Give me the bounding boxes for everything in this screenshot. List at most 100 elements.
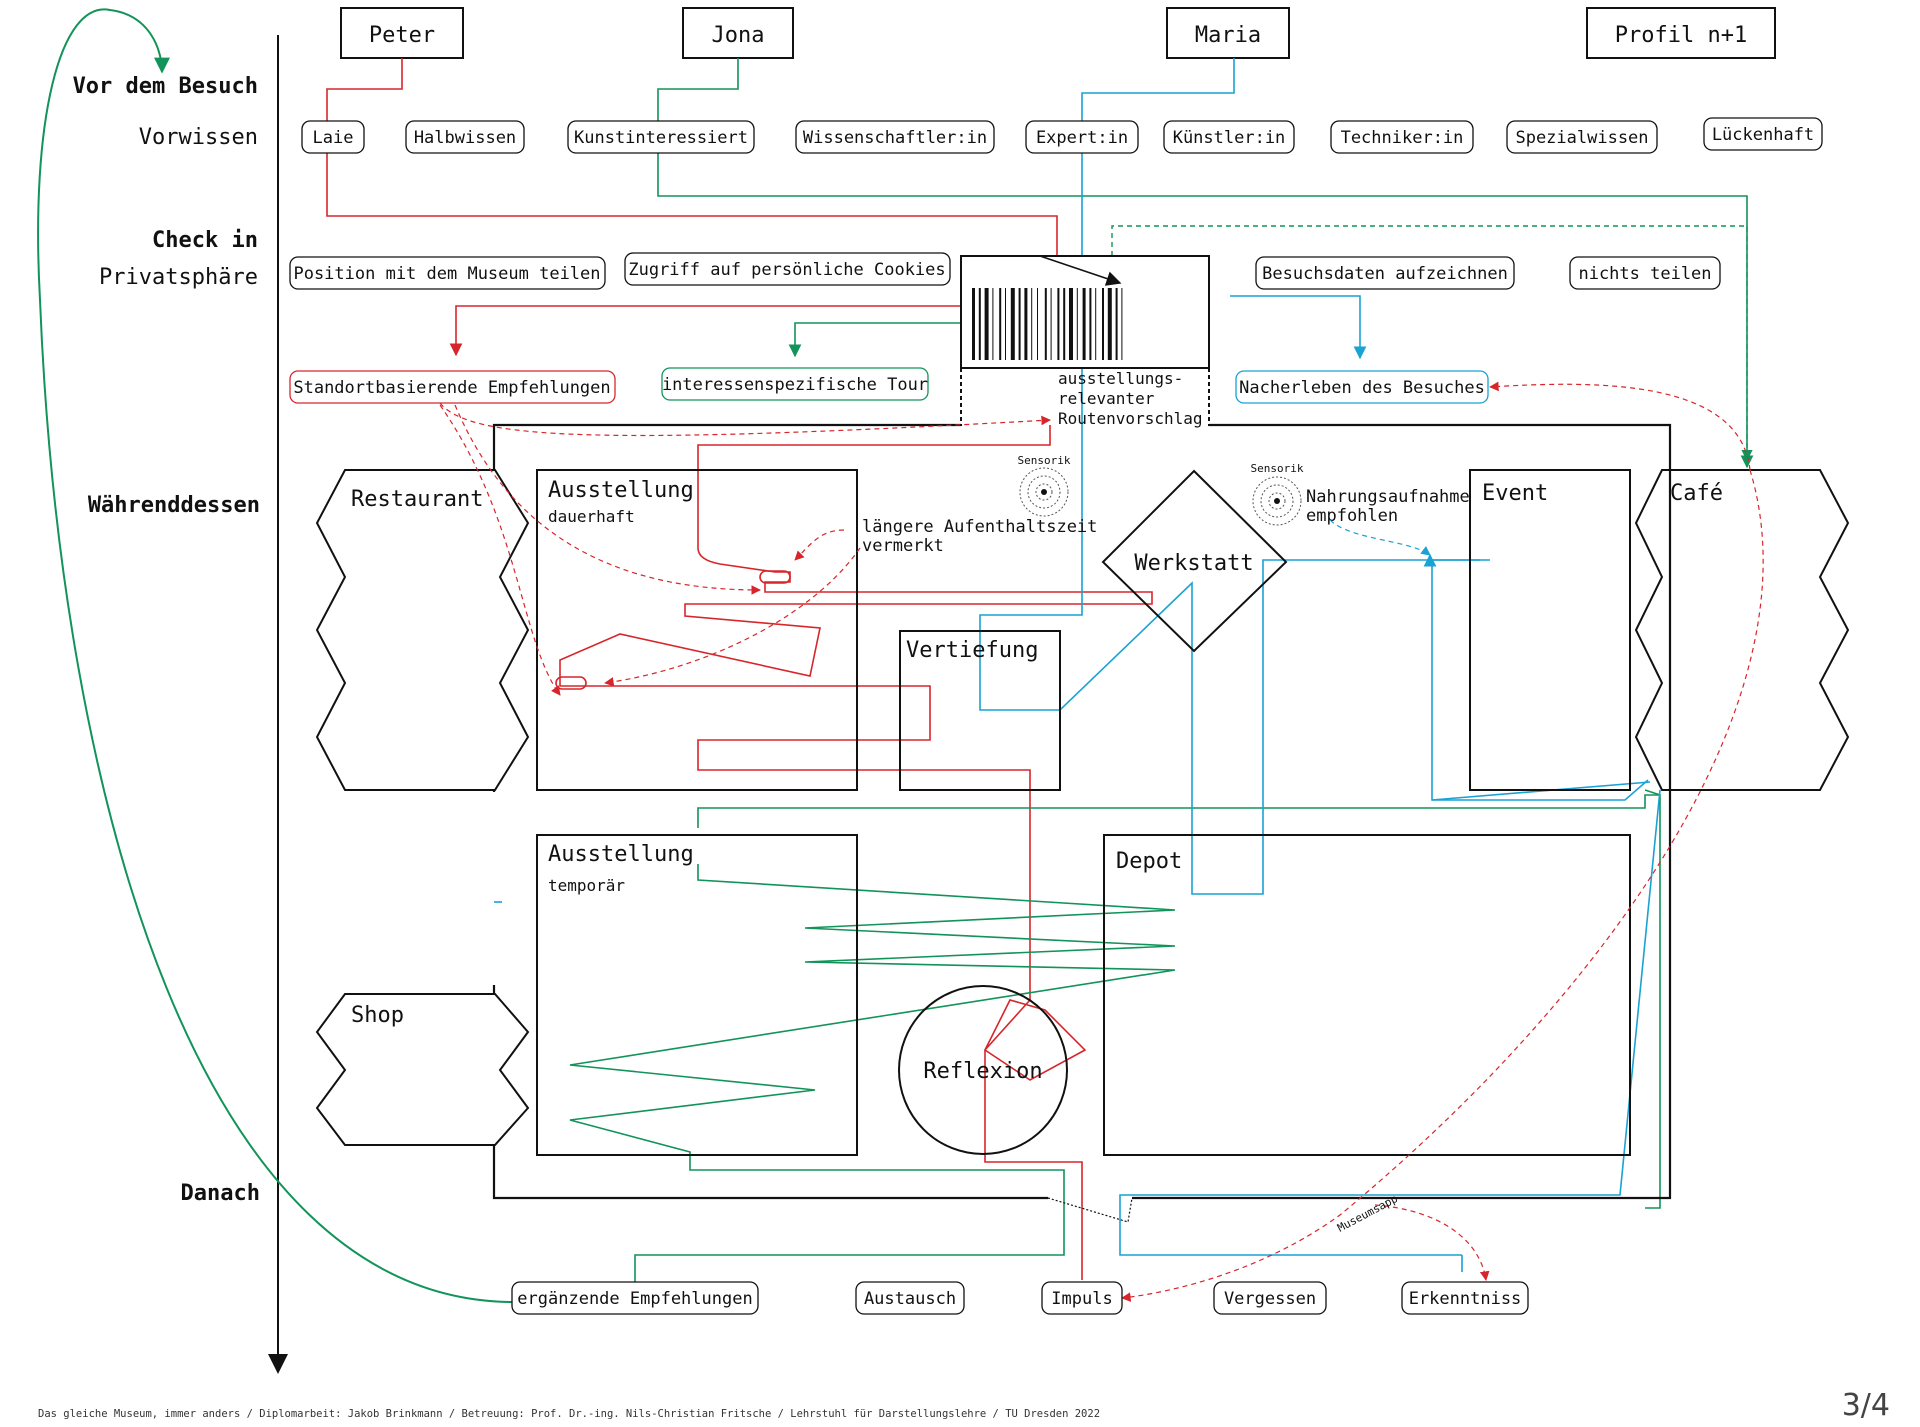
knowledge-pill-laie[interactable] [301, 120, 365, 154]
privacy-label-cookies: Zugriff auf persönliche Cookies [628, 260, 945, 280]
knowledge-pill-kunstinteressiert[interactable] [567, 120, 755, 154]
barcode-bar [1031, 288, 1033, 360]
profile-box-maria [1166, 7, 1290, 59]
privacy-label-position: Position mit dem Museum teilen [293, 264, 600, 284]
room-cafe[interactable] [1634, 469, 1850, 791]
knowledge-label-kuenstler: Künstler:in [1173, 128, 1286, 148]
privacy-pill-cookies[interactable] [624, 252, 951, 286]
barcode-bar [1063, 288, 1066, 360]
room-exhibition-permanent[interactable] [536, 469, 858, 791]
phase-checkin: Check in [152, 228, 258, 253]
room-deepening-label: Vertiefung [906, 638, 1038, 663]
after-pill-impuls[interactable] [1041, 1281, 1123, 1315]
knowledge-label-wissenschaftler: Wissenschaftler:in [803, 128, 987, 148]
after-pill-erkenntniss[interactable] [1401, 1281, 1529, 1315]
room-workshop-label: Werkstatt [1134, 551, 1253, 576]
return-loop-arrow [37, 8, 513, 1303]
knowledge-row: Laie Halbwissen Kunstinteressiert Wissen… [301, 117, 1823, 154]
privacy-pill-position[interactable] [289, 256, 606, 290]
after-pill-austausch[interactable] [855, 1281, 965, 1315]
barcode-bar [1121, 288, 1123, 360]
footer-credits: Das gleiche Museum, immer anders / Diplo… [38, 1408, 1101, 1420]
route-suggestion-line-3: Routenvorschlag [1058, 409, 1203, 428]
barcode-bar [1069, 288, 1073, 360]
room-event[interactable] [1469, 469, 1631, 791]
barcode-bar [1102, 288, 1104, 360]
after-pill-vergessen[interactable] [1213, 1281, 1327, 1315]
barcode-bar [1018, 288, 1021, 360]
knowledge-pill-halbwissen[interactable] [405, 120, 525, 154]
barcode-bar [984, 288, 989, 360]
room-reflection[interactable] [898, 985, 1068, 1155]
room-reflection-label: Reflexion [923, 1059, 1042, 1084]
privacy-label-besuchsdaten: Besuchsdaten aufzeichnen [1262, 264, 1508, 284]
outcome-pill-standort[interactable] [289, 370, 616, 404]
after-label-austausch: Austausch [864, 1289, 956, 1309]
barcode-ticket[interactable]: ausstellungs- relevanter Routenvorschlag [960, 255, 1210, 428]
barcode-bar [978, 288, 981, 360]
outcome-row: Standortbasierende Empfehlungen interess… [289, 367, 1489, 404]
profile-label-maria: Maria [1195, 23, 1261, 48]
room-cafe-label: Café [1670, 481, 1723, 506]
barcode-bar [972, 288, 975, 360]
knowledge-pill-wissenschaftler[interactable] [795, 120, 995, 154]
knowledge-pill-lueckenhaft[interactable] [1703, 117, 1823, 151]
knowledge-pill-kuenstler[interactable] [1163, 120, 1295, 154]
page-number: 3/4 [1841, 1388, 1890, 1423]
sensor-label-1: Sensorik [1018, 454, 1071, 467]
barcode-bar [1044, 288, 1047, 360]
barcode-bar [1082, 288, 1086, 360]
room-exhibition-permanent-sub: dauerhaft [548, 507, 635, 526]
knowledge-label-lueckenhaft: Lückenhaft [1712, 125, 1814, 145]
phase-after: Danach [181, 1181, 260, 1206]
after-pill-ergaenzend[interactable] [511, 1281, 759, 1315]
annotation-food-intake-1: Nahrungsaufnahme [1306, 487, 1470, 507]
route-suggestion-link [1111, 225, 1753, 462]
phase-during: Währenddessen [88, 493, 260, 518]
knowledge-pill-expert[interactable] [1025, 120, 1139, 154]
room-restaurant[interactable] [315, 469, 530, 791]
room-depot[interactable] [1103, 834, 1631, 1156]
room-shop-label: Shop [351, 1003, 404, 1028]
knowledge-pill-techniker[interactable] [1330, 120, 1474, 154]
privacy-pill-nichts[interactable] [1569, 256, 1721, 290]
profile-label-n1: Profil n+1 [1615, 23, 1747, 48]
privacy-pill-besuchsdaten[interactable] [1255, 256, 1515, 290]
barcode-bar [1115, 288, 1118, 360]
after-label-impuls: Impuls [1051, 1289, 1112, 1309]
barcode-bar [992, 288, 994, 360]
annotation-longer-stay-2: vermerkt [862, 536, 944, 556]
barcode-bar [1005, 288, 1006, 360]
room-depot-label: Depot [1116, 849, 1182, 874]
barcode-bars [972, 288, 1123, 360]
peter-path [326, 58, 1153, 1280]
barcode-bar [999, 288, 1002, 360]
sensor-icon-1 [1019, 467, 1069, 517]
room-deepening[interactable] [899, 630, 1061, 791]
after-label-erkenntniss: Erkenntniss [1409, 1289, 1522, 1309]
outcome-label-standort: Standortbasierende Empfehlungen [293, 378, 610, 398]
recommendation-arrows [439, 381, 1764, 1302]
room-workshop[interactable] [1101, 469, 1288, 653]
room-exhibition-temporary-label: Ausstellung [548, 842, 694, 867]
outcome-pill-nacherleben[interactable] [1235, 370, 1489, 404]
profile-box-n1 [1586, 7, 1776, 59]
barcode-bar [1037, 288, 1038, 360]
barcode-bar [1107, 288, 1112, 360]
route-suggestion-line-1: ausstellungs- [1058, 369, 1183, 388]
barcode-bar [1057, 288, 1060, 360]
privacy-row: Position mit dem Museum teilen Zugriff a… [289, 252, 1721, 290]
after-label-ergaenzend: ergänzende Empfehlungen [517, 1289, 752, 1309]
phase-privacy: Privatsphäre [99, 265, 258, 290]
barcode-bar [1076, 288, 1078, 360]
room-exhibition-temporary[interactable] [536, 834, 858, 1156]
route-suggestion-line-2: relevanter [1058, 389, 1155, 408]
after-label-vergessen: Vergessen [1224, 1289, 1316, 1309]
knowledge-pill-spezialwissen[interactable] [1506, 120, 1658, 154]
outcome-pill-tour[interactable] [661, 367, 929, 401]
barcode-bar [1024, 288, 1028, 360]
room-shop[interactable] [315, 993, 530, 1146]
room-event-label: Event [1482, 481, 1548, 506]
